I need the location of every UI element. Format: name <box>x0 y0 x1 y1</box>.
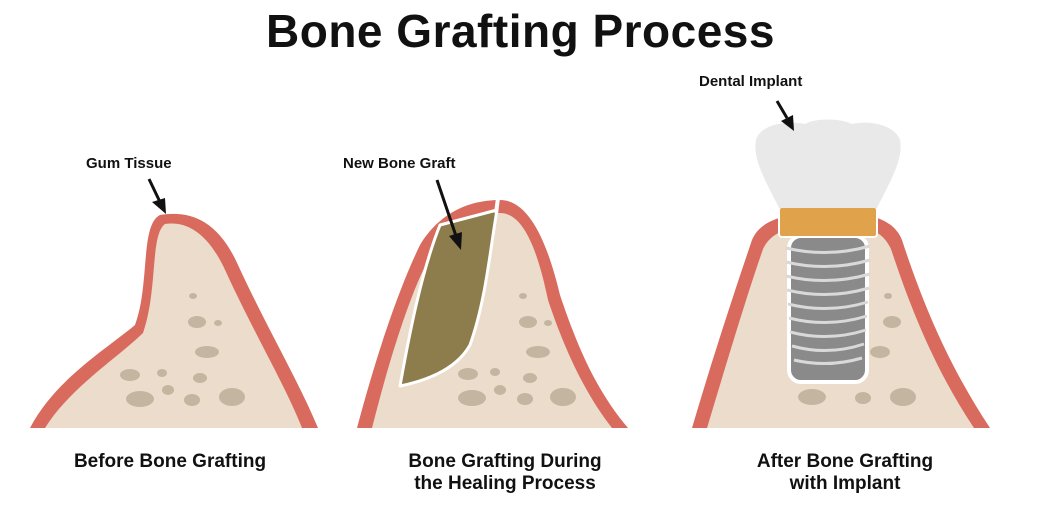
caption-healing: Bone Grafting During the Healing Process <box>355 451 655 495</box>
caption-healing-line-1: Bone Grafting During <box>408 451 602 472</box>
new-bone-graft-label: New Bone Graft <box>343 155 456 172</box>
caption-implant-line-2: with Implant <box>789 473 901 494</box>
caption-before: Before Bone Grafting <box>20 451 320 473</box>
panel-before <box>30 178 318 428</box>
arrow-dental-implant <box>775 100 794 131</box>
implant-threads <box>785 244 871 366</box>
arrow-gum-tissue <box>147 178 166 214</box>
bone-spots-2 <box>458 293 576 406</box>
dental-implant-label: Dental Implant <box>699 73 803 90</box>
bone-spots-3 <box>798 293 916 406</box>
bone-spots-1 <box>120 293 245 407</box>
dental-implant <box>755 119 901 384</box>
panel-healing <box>357 179 628 428</box>
implant-abutment <box>778 206 878 238</box>
implant-crown <box>755 119 901 208</box>
gum-split-gap <box>494 197 500 214</box>
panel-implant <box>692 100 990 428</box>
caption-implant: After Bone Grafting with Implant <box>695 451 995 495</box>
diagram-title: Bone Grafting Process <box>266 5 775 57</box>
caption-healing-line-2: the Healing Process <box>414 473 596 494</box>
bone-shape-1 <box>45 223 302 428</box>
caption-implant-line-1: After Bone Grafting <box>756 451 934 472</box>
arrow-new-bone-graft <box>435 179 462 250</box>
new-bone-graft <box>398 208 499 388</box>
gum-tissue-label: Gum Tissue <box>86 155 172 172</box>
caption-before-line-1: Before Bone Grafting <box>73 451 267 472</box>
